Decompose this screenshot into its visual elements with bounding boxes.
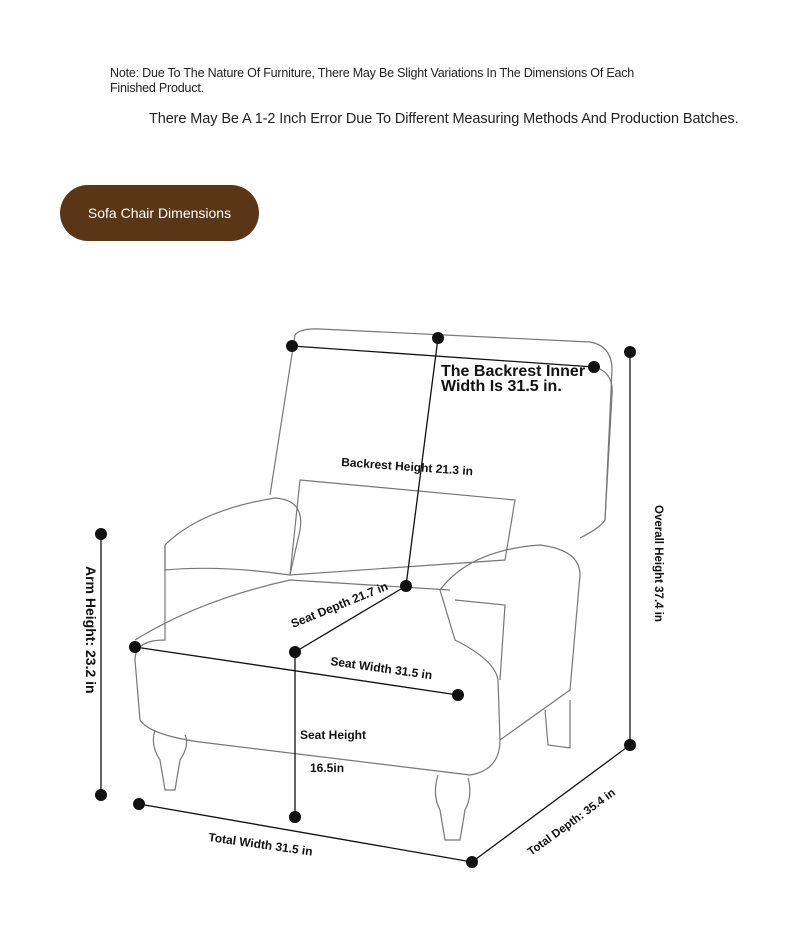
chair-outline xyxy=(134,328,613,841)
total-depth-label: Total Depth: 35.4 in xyxy=(526,787,618,859)
sofa-chair-dimensions-button[interactable]: Sofa Chair Dimensions xyxy=(60,185,259,241)
dimension-points xyxy=(95,332,636,868)
backrest-height-label: Backrest Height 21.3 in xyxy=(341,455,474,478)
measurement-error-note: There May Be A 1-2 Inch Error Due To Dif… xyxy=(149,111,739,127)
total-width-label: Total Width 31.5 in xyxy=(208,830,314,858)
dimension-lines xyxy=(100,337,631,863)
furniture-variation-note: Note: Due To The Nature Of Furniture, Th… xyxy=(110,66,635,95)
button-label: Sofa Chair Dimensions xyxy=(87,205,232,221)
backrest-inner-width-value: Width Is 31.5 in. xyxy=(441,378,562,395)
overall-height-label: Overall Height 37.4 in xyxy=(652,505,664,622)
backrest-inner-width-label: The Backrest Inner xyxy=(441,363,585,380)
seat-height-label: Seat Height xyxy=(300,728,366,742)
arm-height-label: Arm Height: 23.2 in xyxy=(83,566,99,694)
seat-height-value: 16.5in xyxy=(310,761,344,775)
